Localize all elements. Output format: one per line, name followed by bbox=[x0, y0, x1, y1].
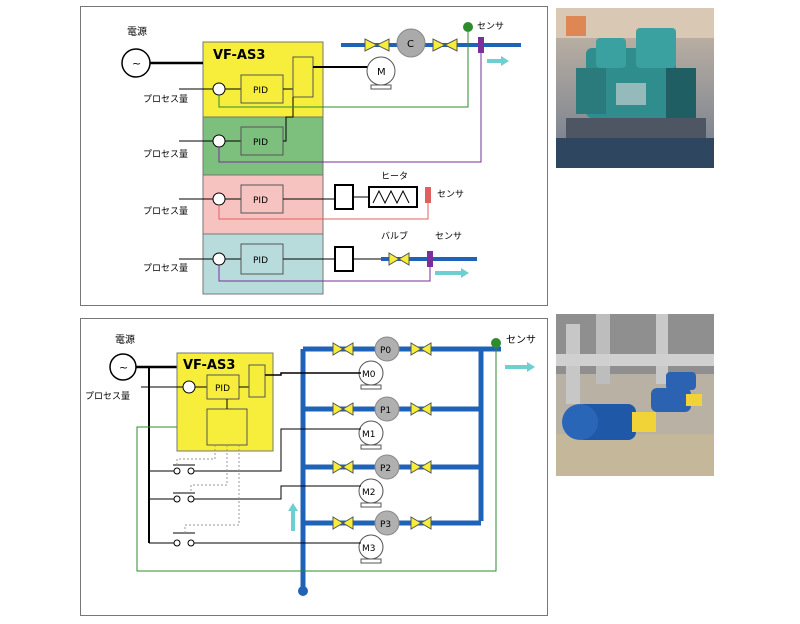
svg-text:バルブ: バルブ bbox=[381, 230, 408, 242]
svg-text:プロセス量: プロセス量 bbox=[143, 149, 188, 160]
valve-icon bbox=[410, 460, 432, 474]
pump-icon bbox=[374, 396, 400, 422]
motor-label: M0 bbox=[362, 370, 376, 380]
svg-text:C: C bbox=[407, 39, 414, 50]
top-diagram: VF-AS3 電源 ~ プロセス量 PID プロセス量 PID プロセス量 PI… bbox=[121, 21, 521, 295]
bottom-diagram: 電源 ~ VF-AS3 プロセス量 PID センサ P0M0P1M1P2M2P3… bbox=[85, 333, 536, 596]
inverter-block bbox=[176, 352, 274, 452]
feedback-line-purple bbox=[218, 53, 482, 163]
inverter-output-block bbox=[292, 56, 314, 98]
motor-label: M1 bbox=[362, 430, 376, 440]
compressor-icon bbox=[396, 28, 426, 58]
svg-text:センサ: センサ bbox=[477, 21, 504, 32]
valve-icon bbox=[332, 342, 354, 356]
valve-icon bbox=[332, 402, 354, 416]
contactor-group bbox=[149, 372, 361, 547]
heater-icon bbox=[368, 186, 418, 208]
yellow-band bbox=[202, 41, 324, 118]
feedback-line-red bbox=[218, 203, 429, 220]
compressor-photo bbox=[556, 8, 714, 168]
pump-icon bbox=[374, 454, 400, 480]
ac-symbol: ~ bbox=[132, 57, 141, 70]
feedback-line-purple bbox=[218, 265, 431, 282]
sensor-dot-icon bbox=[463, 22, 473, 32]
pump-icon bbox=[374, 336, 400, 362]
inverter-output-block bbox=[248, 364, 266, 398]
valve-icon bbox=[410, 516, 432, 530]
pump-icon bbox=[374, 510, 400, 536]
inverter-label: VF-AS3 bbox=[213, 48, 265, 63]
svg-text:プロセス量: プロセス量 bbox=[85, 391, 130, 402]
valve-icon bbox=[364, 38, 390, 52]
power-label: 電源 bbox=[127, 25, 147, 38]
summing-junction-icon bbox=[212, 82, 226, 96]
svg-text:PID: PID bbox=[215, 384, 230, 394]
valve-icon bbox=[410, 342, 432, 356]
pid-row-1: プロセス量 PID bbox=[143, 56, 372, 105]
sensor-bar-icon bbox=[427, 251, 433, 267]
svg-text:センサ: センサ bbox=[506, 334, 536, 346]
feedback-line-green bbox=[218, 32, 469, 108]
controller-block bbox=[334, 246, 354, 272]
valve-icon bbox=[388, 252, 410, 266]
svg-text:PID: PID bbox=[253, 196, 268, 206]
motor-label: M2 bbox=[362, 488, 376, 498]
flow-arrow-icon bbox=[461, 268, 469, 278]
pump-label: P3 bbox=[380, 520, 391, 530]
pump-label: P0 bbox=[380, 346, 391, 356]
svg-text:VF-AS3: VF-AS3 bbox=[183, 358, 235, 373]
svg-text:プロセス量: プロセス量 bbox=[143, 94, 188, 105]
svg-text:プロセス量: プロセス量 bbox=[143, 263, 188, 274]
motor-label: M3 bbox=[362, 544, 376, 554]
svg-text:M: M bbox=[377, 67, 386, 78]
feedback-line-green bbox=[136, 348, 497, 572]
svg-text:PID: PID bbox=[253, 256, 268, 266]
valve-icon bbox=[332, 460, 354, 474]
summing-junction-icon bbox=[182, 380, 196, 394]
svg-text:プロセス量: プロセス量 bbox=[143, 206, 188, 217]
summing-junction-icon bbox=[212, 192, 226, 206]
pid-row-2: プロセス量 PID bbox=[143, 97, 294, 160]
heater-sensor-icon bbox=[425, 187, 431, 203]
svg-text:電源: 電源 bbox=[115, 333, 135, 346]
pump-room-photo bbox=[556, 314, 714, 476]
svg-text:~: ~ bbox=[119, 361, 128, 374]
valve-icon bbox=[410, 402, 432, 416]
pump-label: P2 bbox=[380, 464, 391, 474]
sensor-bar-icon bbox=[478, 37, 484, 53]
svg-text:PID: PID bbox=[253, 138, 268, 148]
valve-icon bbox=[432, 38, 458, 52]
controller-block bbox=[334, 184, 354, 210]
svg-text:ヒータ: ヒータ bbox=[381, 171, 408, 182]
flow-arrow-icon bbox=[501, 56, 509, 66]
svg-text:センサ: センサ bbox=[437, 189, 464, 200]
top-diagram-panel: VF-AS3 電源 ~ プロセス量 PID プロセス量 PID プロセス量 PI… bbox=[80, 6, 548, 306]
svg-text:PID: PID bbox=[253, 86, 268, 96]
svg-text:センサ: センサ bbox=[435, 231, 462, 242]
pid-row-4: プロセス量 PID bbox=[143, 243, 335, 275]
flow-arrow-icon bbox=[527, 362, 535, 372]
flow-arrow-icon bbox=[288, 503, 298, 511]
summing-junction-icon bbox=[212, 252, 226, 266]
sensor-dot-icon bbox=[491, 338, 501, 348]
pump-label: P1 bbox=[380, 406, 391, 416]
valve-icon bbox=[332, 516, 354, 530]
summing-junction-icon bbox=[212, 134, 226, 148]
